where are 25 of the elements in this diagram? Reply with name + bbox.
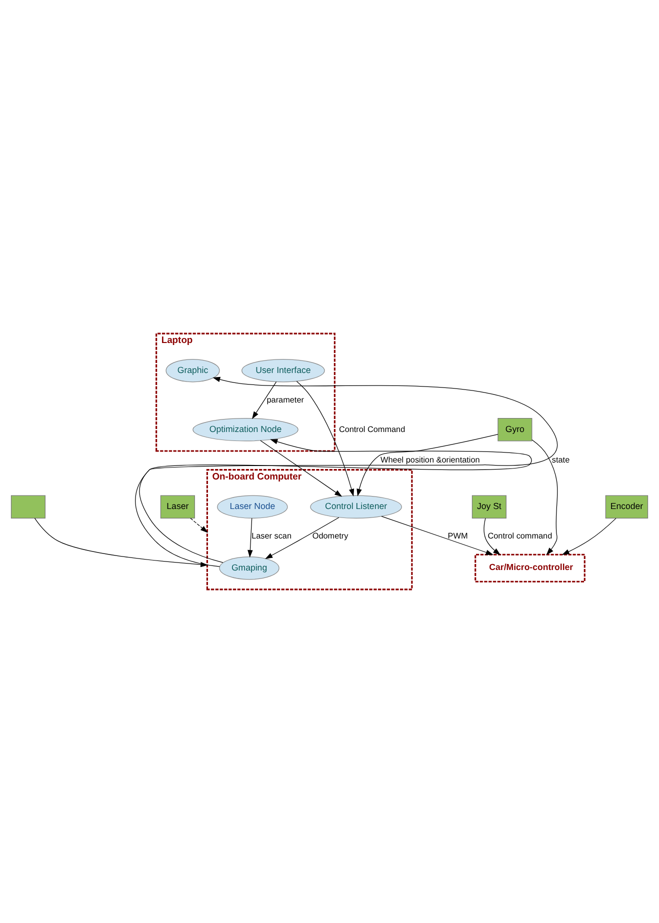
arrow [190,518,208,533]
arrow [562,518,616,555]
node-box [10,495,46,518]
node-ellipse: Optimization Node [192,418,298,442]
arrow [34,518,208,568]
node-ellipse: Gmaping [219,556,280,580]
arrow [260,440,342,497]
arrow [532,439,558,556]
arrow [248,518,253,558]
node-ellipse: Laser Node [217,495,288,518]
arrow [484,518,501,556]
arrow [135,376,558,567]
arrow [356,434,498,496]
node-box: Joy St [472,495,506,518]
node-ellipse: User Interface [242,358,325,382]
arrow [265,517,340,560]
node-box: Gyro [498,418,532,442]
node-box: Encoder [605,495,648,518]
arrow [252,382,277,420]
node-box: Laser [160,495,195,518]
node-ellipse: Control Listener [310,495,402,518]
node-box: Car/Micro-controller [474,554,586,582]
arrow [296,381,354,496]
arrow [381,516,494,555]
arrow [139,439,532,563]
